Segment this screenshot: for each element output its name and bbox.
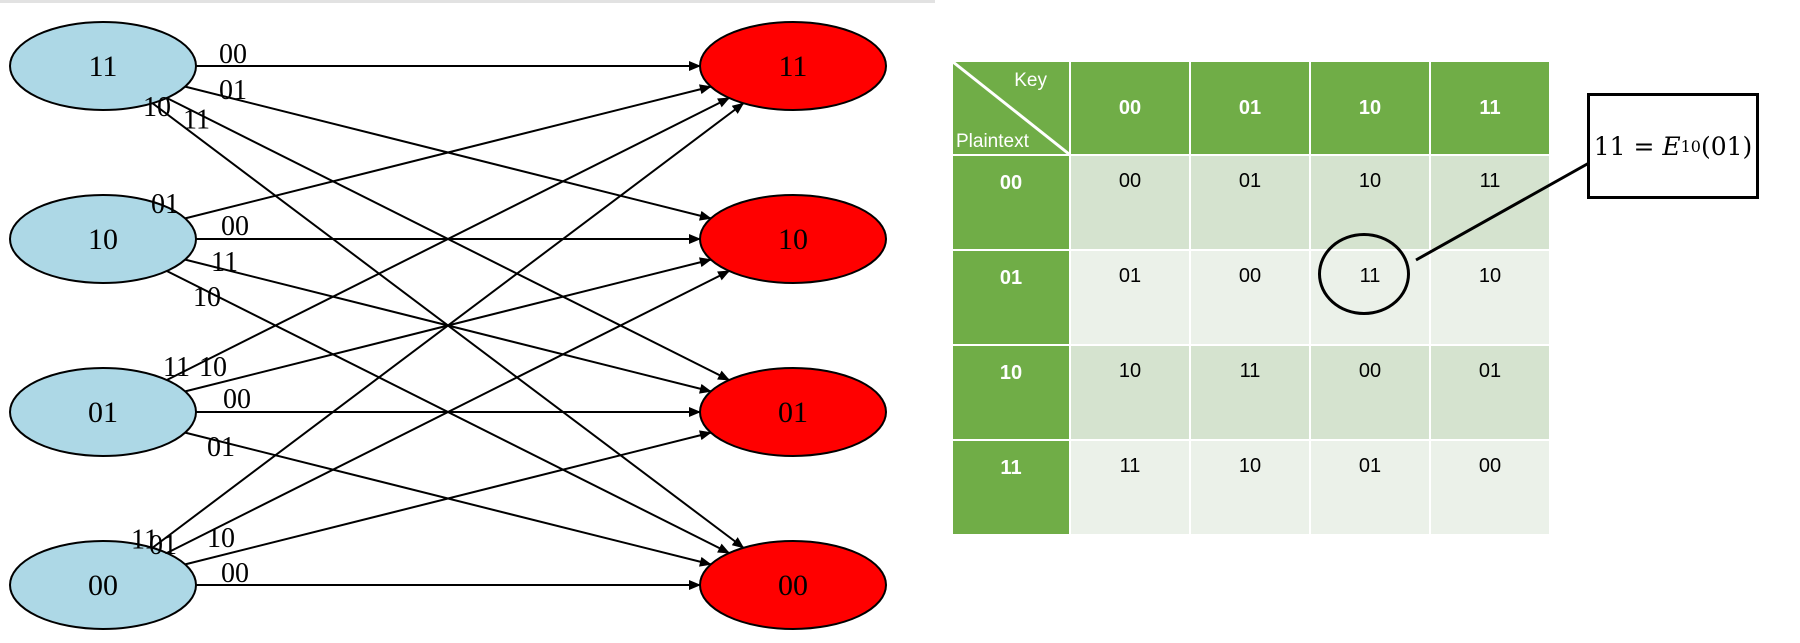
table-cell: 01 bbox=[1311, 441, 1429, 534]
ciphertext-node: 01 bbox=[699, 367, 887, 457]
highlighted-cell: 11 bbox=[1311, 233, 1429, 344]
node-ellipse bbox=[699, 21, 887, 111]
edge-label: 00 bbox=[221, 558, 249, 589]
edge-label: 11 bbox=[183, 105, 210, 136]
table-cell: 00 bbox=[1431, 441, 1549, 534]
corner-plaintext-label: Plaintext bbox=[956, 131, 1029, 152]
table-cell: 00 bbox=[1311, 346, 1429, 439]
plaintext-node: 10 bbox=[9, 194, 197, 284]
edge-label: 01 bbox=[149, 530, 177, 561]
node-ellipse bbox=[9, 194, 197, 284]
edge-label: 10 bbox=[207, 523, 235, 554]
node-ellipse bbox=[699, 194, 887, 284]
node-ellipse bbox=[699, 367, 887, 457]
ciphertext-node: 10 bbox=[699, 194, 887, 284]
plaintext-node: 00 bbox=[9, 540, 197, 630]
highlighted-cell-wrap: 11 bbox=[1317, 233, 1410, 344]
callout-lhs: 11 bbox=[1593, 131, 1626, 161]
node-label: 11 bbox=[779, 50, 808, 83]
node-label: 10 bbox=[778, 223, 808, 256]
nodes-layer: 11 10 01 00 11 10 01 00 bbox=[9, 21, 887, 630]
node-ellipse bbox=[9, 21, 197, 111]
table-cell: 01 bbox=[1071, 251, 1189, 344]
node-label: 00 bbox=[778, 569, 808, 602]
table-cell: 10 bbox=[1191, 441, 1309, 534]
edge-label: 11 bbox=[211, 247, 238, 278]
callout-subscript: 10 bbox=[1680, 136, 1701, 156]
table-cell: 00 bbox=[1191, 251, 1309, 344]
table-cell: 01 bbox=[1431, 346, 1549, 439]
node-label: 00 bbox=[88, 569, 118, 602]
plaintext-header: 11 bbox=[953, 441, 1069, 534]
top-divider bbox=[0, 0, 935, 3]
table-cell: 11 bbox=[1431, 156, 1549, 249]
highlight-circle bbox=[1317, 233, 1410, 315]
plaintext-header: 00 bbox=[953, 156, 1069, 249]
edge-label: 10 bbox=[193, 282, 221, 313]
plaintext-node: 11 bbox=[9, 21, 197, 111]
ciphertext-node: 00 bbox=[699, 540, 887, 630]
table-cell: 11 bbox=[1071, 441, 1189, 534]
key-header: 00 bbox=[1071, 62, 1189, 154]
cipher-table: Key Plaintext 00 01 10 11 00 00 01 10 11… bbox=[953, 62, 1549, 534]
graph-edge bbox=[151, 102, 745, 549]
edge-label: 10 bbox=[199, 352, 227, 383]
table-corner: Key Plaintext bbox=[953, 62, 1069, 154]
callout-equals: = bbox=[1633, 131, 1655, 161]
edge-label: 00 bbox=[221, 211, 249, 242]
table-cell: 10 bbox=[1431, 251, 1549, 344]
callout-argument: (01) bbox=[1700, 131, 1753, 161]
edge-label: 11 bbox=[131, 525, 158, 556]
edge-label: 00 bbox=[219, 39, 247, 70]
edge-label: 01 bbox=[219, 75, 247, 106]
node-label: 01 bbox=[88, 396, 118, 429]
table-cell: 01 bbox=[1191, 156, 1309, 249]
graph-edge bbox=[166, 270, 731, 554]
callout-box: 11 = E 10 (01) bbox=[1587, 93, 1759, 199]
key-header: 10 bbox=[1311, 62, 1429, 154]
edge-label: 01 bbox=[151, 189, 179, 220]
ciphertext-node: 11 bbox=[699, 21, 887, 111]
table-cell: 10 bbox=[1311, 156, 1429, 249]
table-cell: 10 bbox=[1071, 346, 1189, 439]
key-header: 01 bbox=[1191, 62, 1309, 154]
key-header: 11 bbox=[1431, 62, 1549, 154]
table-cell: 00 bbox=[1071, 156, 1189, 249]
node-label: 10 bbox=[88, 223, 118, 256]
graph-edge bbox=[184, 84, 712, 220]
node-ellipse bbox=[9, 367, 197, 457]
table-cell: 11 bbox=[1191, 346, 1309, 439]
node-ellipse bbox=[699, 540, 887, 630]
edges-layer bbox=[151, 61, 745, 590]
corner-key-label: Key bbox=[1014, 70, 1047, 91]
plaintext-header: 01 bbox=[953, 251, 1069, 344]
graph-edge bbox=[184, 430, 712, 566]
plaintext-node: 01 bbox=[9, 367, 197, 457]
edge-label: 01 bbox=[207, 432, 235, 463]
callout-function: E bbox=[1662, 131, 1681, 161]
node-label: 11 bbox=[89, 50, 118, 83]
node-ellipse bbox=[9, 540, 197, 630]
graph-edge bbox=[166, 97, 731, 381]
corner-diagonal bbox=[953, 62, 1069, 154]
edge-label: 10 bbox=[143, 92, 171, 123]
edge-label: 00 bbox=[223, 384, 251, 415]
edge-label: 11 bbox=[163, 352, 190, 383]
plaintext-header: 10 bbox=[953, 346, 1069, 439]
node-label: 01 bbox=[778, 396, 808, 429]
